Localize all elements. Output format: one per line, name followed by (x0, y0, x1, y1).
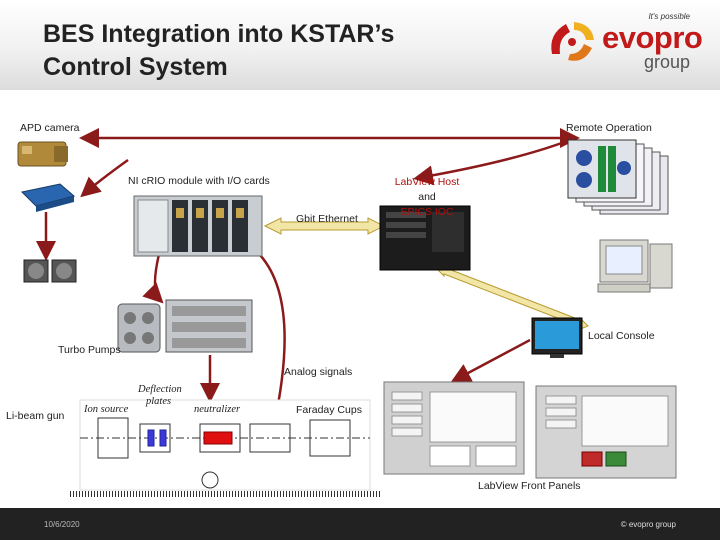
evopro-logo: It's possible evopro group (544, 8, 703, 78)
logo-sub: group (644, 52, 691, 72)
logo-brand: evopro (602, 20, 703, 55)
label-li-beam-gun: Li-beam gun (6, 410, 65, 422)
label-gbit-ethernet: Gbit Ethernet (296, 213, 358, 225)
label-analog-signals: Analog signals (284, 366, 353, 378)
label-ni-crio: NI cRIO module with I/O cards (128, 175, 270, 187)
footer-copyright: © evopro group (620, 520, 676, 529)
arrow-remote-to-host (413, 136, 576, 186)
logo-tagline: It's possible (648, 12, 690, 21)
label-labview-host: LabView Host (394, 176, 460, 188)
arrow-crio-to-apd (80, 158, 129, 198)
apd-module-image (20, 183, 76, 212)
footer-date: 10/6/2020 (44, 520, 80, 529)
arrow-console-to-panels (450, 338, 531, 383)
label-local-console: Local Console (588, 330, 655, 342)
title-line-2: Control System (43, 53, 228, 81)
remote-operation-screens-image (567, 139, 669, 215)
turbo-pumps-image (117, 299, 253, 353)
label-and: and (418, 191, 436, 203)
labview-front-panels-image (383, 381, 677, 479)
stepper-motors-image (23, 259, 77, 283)
label-epics-ioc: EPICS IOC (400, 206, 454, 218)
label-turbo-pumps: Turbo Pumps (58, 344, 121, 356)
title-line-1: BES Integration into KSTAR’s (43, 20, 395, 48)
label-deflection-2: plates (146, 396, 172, 407)
local-console-monitor-image (531, 317, 583, 358)
label-labview-front-panels: LabView Front Panels (478, 480, 581, 492)
label-faraday-cups: Faraday Cups (296, 404, 362, 416)
label-deflection-1: Deflection (138, 384, 182, 395)
footer-bar: 10/6/2020 © evopro group (0, 508, 720, 540)
remote-computer-image (597, 239, 673, 293)
label-apd-camera: APD camera (20, 122, 80, 134)
label-remote-operation: Remote Operation (566, 122, 652, 134)
arrow-analog-signals (259, 254, 288, 425)
beamline-drawing (70, 399, 380, 497)
ni-crio-image (133, 195, 263, 257)
apd-camera-image (17, 141, 68, 167)
slide-title: BES Integration into KSTAR’s Control Sys… (43, 18, 513, 84)
labview-host-computer-image (379, 205, 471, 271)
evopro-swirl-icon (551, 22, 594, 61)
label-ion-source: Ion source (84, 404, 129, 415)
arrow-crio-to-pumps (142, 249, 164, 304)
header-band: BES Integration into KSTAR’s Control Sys… (0, 0, 720, 90)
label-neutralizer: neutralizer (194, 404, 241, 415)
